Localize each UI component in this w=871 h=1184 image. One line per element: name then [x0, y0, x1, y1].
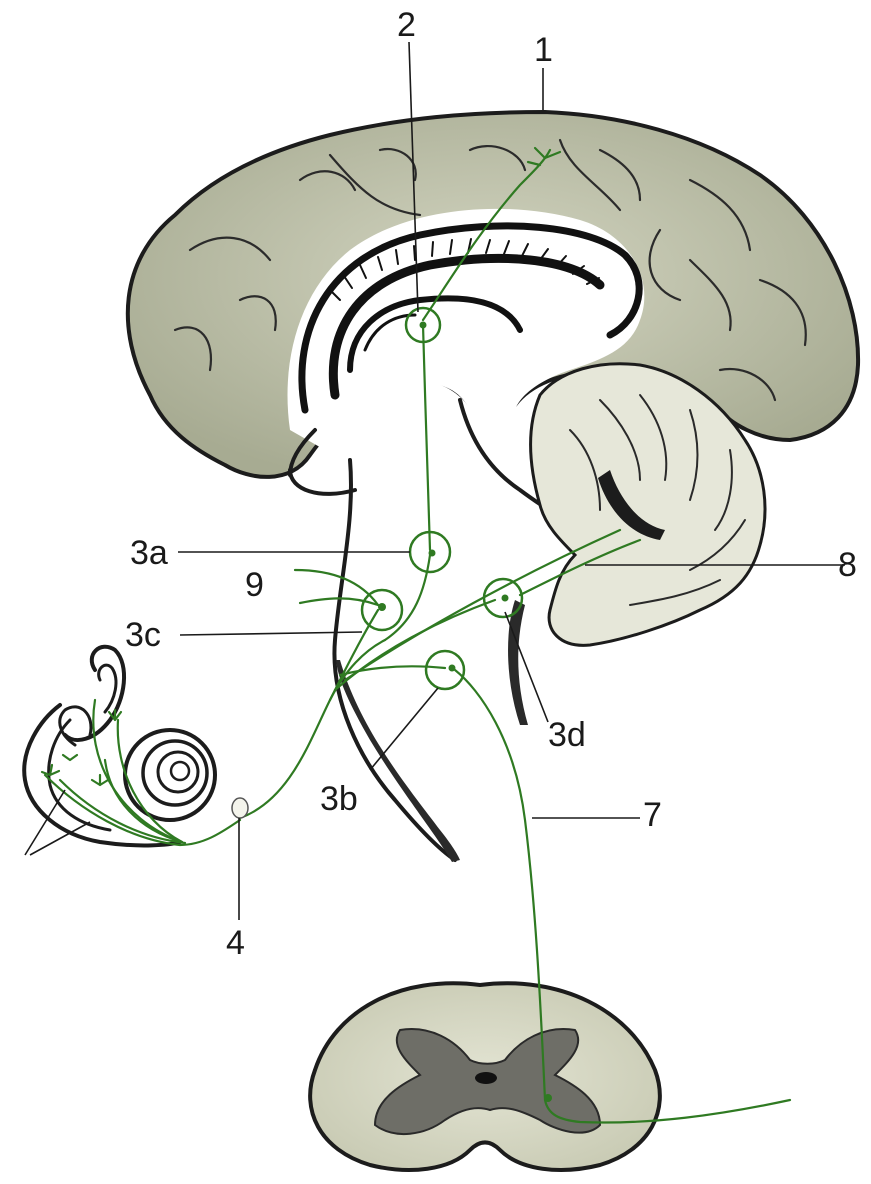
brainstem-dark-edge: [336, 660, 460, 862]
label-1: 1: [534, 33, 553, 67]
label-9: 9: [245, 568, 264, 602]
label-4: 4: [226, 926, 245, 960]
nucleus-3b: [426, 651, 464, 689]
label-3b: 3b: [320, 782, 358, 816]
label-7: 7: [643, 798, 662, 832]
central-canal: [475, 1072, 497, 1084]
vestibular-ganglion: [232, 798, 248, 818]
label-8: 8: [838, 548, 857, 582]
label-3c: 3c: [125, 618, 161, 652]
label-2: 2: [397, 8, 416, 42]
label-3d: 3d: [548, 718, 586, 752]
label-3a: 3a: [130, 536, 168, 570]
